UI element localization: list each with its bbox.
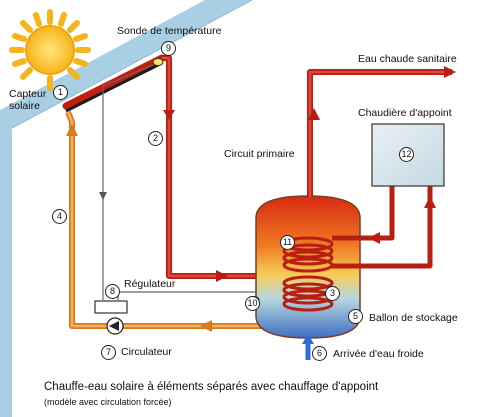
circulator-label: Circulateur bbox=[121, 346, 172, 358]
circulator-icon bbox=[106, 317, 124, 335]
arrow-down-icon bbox=[163, 110, 175, 120]
arrow-right-icon bbox=[444, 66, 456, 78]
regulator-label: Régulateur bbox=[124, 278, 176, 290]
collector-label-line1: Capteur bbox=[9, 88, 47, 100]
marker-3: 3 bbox=[325, 286, 340, 301]
house-outline bbox=[0, 0, 253, 417]
arrow-up-icon bbox=[302, 334, 314, 344]
storage-tank-label: Ballon de stockage bbox=[369, 312, 458, 324]
primary-circuit-label: Circuit primaire bbox=[224, 148, 295, 160]
cold-water-label: Arrivée d'eau froide bbox=[333, 348, 424, 360]
marker-1: 1 bbox=[53, 85, 68, 100]
marker-7: 7 bbox=[101, 345, 116, 360]
marker-6: 6 bbox=[312, 346, 327, 361]
marker-8: 8 bbox=[105, 284, 120, 299]
cool-return-pipe bbox=[65, 110, 287, 329]
temperature-sensor-icon bbox=[152, 58, 164, 66]
arrow-left-icon bbox=[200, 320, 212, 332]
solar-collector bbox=[62, 54, 166, 113]
marker-9: 9 bbox=[161, 41, 176, 56]
sensor-wire bbox=[102, 63, 257, 300]
arrow-right-icon bbox=[216, 270, 228, 282]
backup-boiler-label: Chaudière d'appoint bbox=[358, 107, 452, 119]
collector-label-line2: solaire bbox=[9, 100, 40, 112]
sensor-label: Sonde de température bbox=[117, 25, 222, 37]
arrow-up-icon bbox=[66, 124, 78, 136]
arrow-up-icon bbox=[424, 196, 436, 208]
caption-title: Chauffe-eau solaire à éléments séparés a… bbox=[44, 381, 379, 393]
sun-icon bbox=[9, 9, 91, 91]
regulator-box bbox=[94, 300, 128, 314]
boiler-pipes bbox=[332, 186, 433, 269]
marker-4: 4 bbox=[52, 209, 67, 224]
arrow-left-icon bbox=[368, 232, 380, 244]
caption-subtitle: (modèle avec circulation forcée) bbox=[44, 397, 172, 407]
marker-12: 12 bbox=[399, 147, 414, 162]
marker-2: 2 bbox=[148, 131, 163, 146]
marker-10: 10 bbox=[245, 296, 260, 311]
arrow-down-icon bbox=[99, 192, 107, 200]
marker-11: 11 bbox=[280, 235, 295, 250]
marker-5: 5 bbox=[348, 309, 363, 324]
hot-water-label: Eau chaude sanitaire bbox=[358, 53, 457, 65]
arrow-up-icon bbox=[308, 108, 320, 120]
